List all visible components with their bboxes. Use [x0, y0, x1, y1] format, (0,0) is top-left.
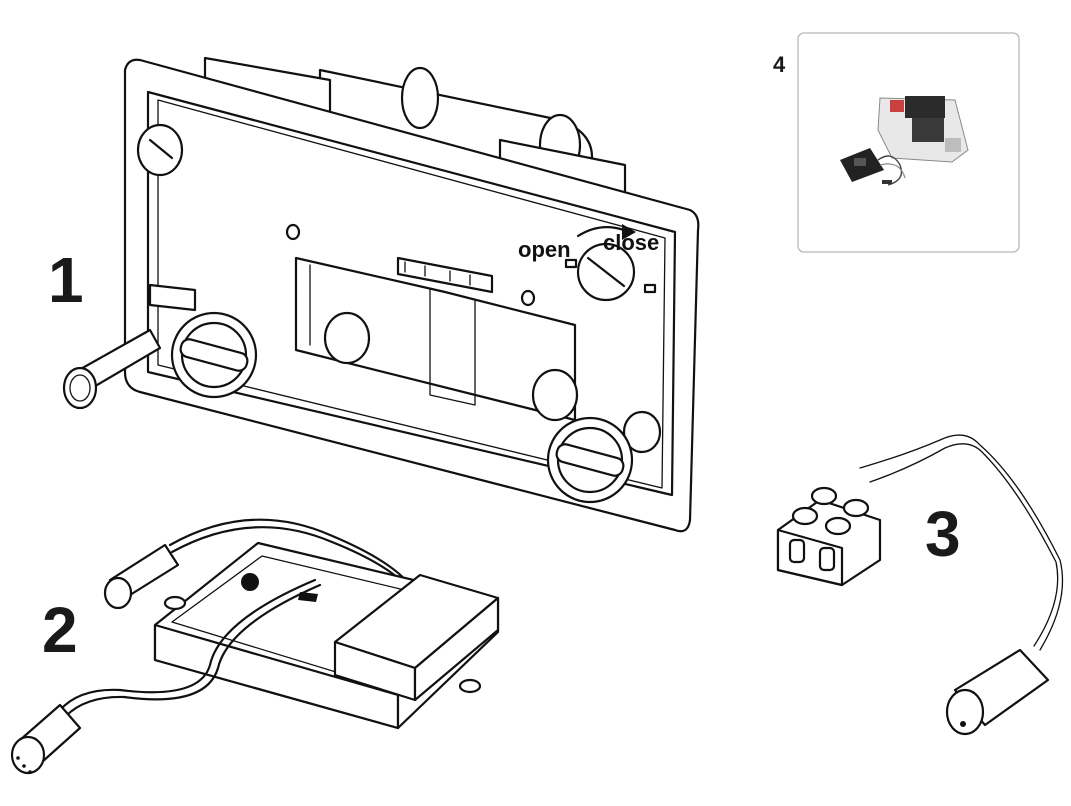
- panel-label-open: open: [518, 237, 571, 262]
- part-3-terminal-sensor: [776, 434, 1064, 736]
- label-part-4: 4: [773, 52, 786, 77]
- part-2-control-box: [10, 518, 500, 775]
- panel-label-close: close: [603, 230, 659, 255]
- label-part-3: 3: [925, 498, 961, 570]
- label-part-1: 1: [48, 244, 84, 316]
- part-4-module-photo: [797, 32, 1020, 253]
- part-1-control-frame: open close: [62, 56, 700, 533]
- label-part-2: 2: [42, 594, 78, 666]
